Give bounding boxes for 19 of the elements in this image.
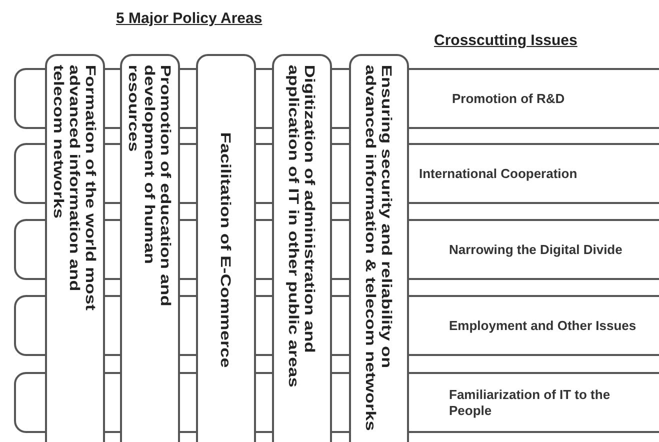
section-heading: Crosscutting Issues	[434, 31, 578, 51]
section-heading: 5 Major Policy Areas	[116, 9, 262, 29]
issue-label: Employment and Other Issues	[449, 318, 638, 334]
policy-label: Formation of the world most advanced information and telecom networks	[51, 64, 99, 312]
issue-label: Narrowing the Digital Divide	[449, 242, 624, 258]
crosscutting-band	[407, 295, 659, 356]
issue-label: Familiarization of IT to the People	[449, 386, 612, 418]
policy-column	[45, 54, 105, 442]
policy-column	[196, 54, 256, 442]
issue-label: International Cooperation	[419, 166, 578, 182]
crosscutting-band	[407, 68, 659, 129]
issue-label: Promotion of R&D	[452, 90, 566, 106]
policy-column	[120, 54, 180, 442]
policy-label: Facilitation of E-Commerce	[218, 132, 234, 368]
crosscutting-band	[407, 372, 659, 433]
crosscutting-band	[407, 219, 659, 280]
policy-column	[272, 54, 332, 442]
crosscutting-band	[407, 143, 659, 204]
policy-column	[349, 54, 409, 442]
